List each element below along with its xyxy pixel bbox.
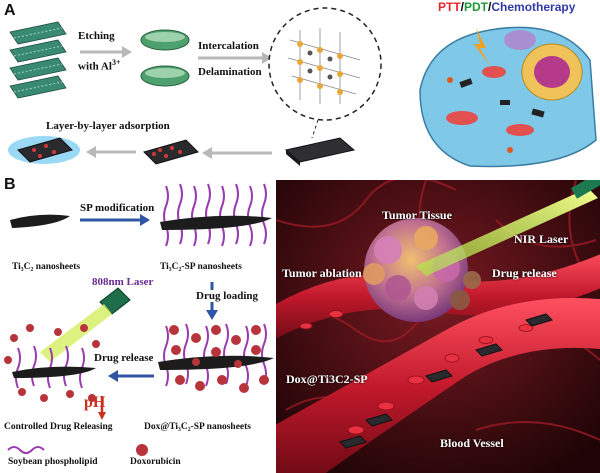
legend-dox-label: Doxorubicin [130, 457, 181, 467]
sp-coated-sheet [8, 136, 80, 164]
laser-808-device [40, 287, 131, 362]
ti3c2-nanosheets-label: Ti₃C₂ nanosheets [12, 262, 81, 272]
legend-dox-glyph [136, 444, 148, 456]
layer-by-layer-label: Layer-by-layer adsorption [46, 120, 170, 132]
tumor-scene-graphics [276, 180, 600, 473]
red-blood-cells [299, 310, 534, 435]
released-dox-balls [4, 324, 100, 402]
dox-ti3c2-sp-label: Dox@Ti3C2-SP [286, 372, 368, 386]
dox-ti3c2-sp-sheet [163, 323, 267, 387]
legend-sp-glyph [7, 446, 45, 454]
dark-nanosheet [284, 137, 356, 166]
drug-release-scene-label: Drug release [492, 266, 557, 280]
lattice-atoms [297, 41, 343, 95]
dox-loaded-sheet [143, 139, 199, 165]
controlled-release-label: Controlled Drug Releasing [4, 422, 113, 432]
ph-label: pH [84, 394, 106, 411]
tumor-scene [276, 180, 600, 473]
etching-label: Etching [78, 30, 115, 42]
sep1: / [460, 0, 465, 14]
ti3c2-sp-nanosheets-label: Ti₃C₂-SP nanosheets [160, 262, 242, 272]
nir-laser-label: NIR Laser [514, 232, 569, 246]
vessel-nanosheets [339, 313, 553, 449]
panel-a-letter: A [4, 2, 16, 19]
nir-laser-beam [416, 188, 598, 276]
chemo-label: Chemotherapy [491, 0, 576, 14]
sep2: / [488, 0, 492, 14]
tumor-mass [363, 218, 481, 322]
laser-808-label: 808nm Laser [92, 276, 154, 288]
etching-with-al-label: with Al3+ [78, 58, 121, 73]
pdt-label: PDT [464, 0, 489, 14]
delamination-label: Delamination [198, 66, 262, 78]
dox-nanosheets-label: Dox@Ti₃C₂-SP nanosheets [144, 422, 252, 432]
tumor-ablation-label: Tumor ablation [282, 266, 362, 280]
zoom-circle [268, 7, 382, 121]
drug-release-label-b: Drug release [94, 352, 154, 364]
drug-loading-label: Drug loading [196, 290, 259, 302]
panel-b-letter: B [4, 176, 16, 193]
etched-flakes [140, 29, 190, 87]
dox-balls [169, 325, 269, 393]
max-phase-stack [9, 21, 67, 99]
ti3c2-sp-sheet [163, 183, 267, 247]
cancer-cell [419, 26, 597, 168]
ptt-label: PTT [438, 0, 461, 14]
tumor-tissue-label: Tumor Tissue [382, 208, 452, 222]
legend-sp-label: Soybean phospholipid [8, 457, 98, 467]
blood-vessel-label: Blood Vessel [440, 436, 504, 450]
bare-ti3c2-sheet [10, 214, 70, 228]
therapy-title: PTT/PDT/Chemotherapy [438, 0, 575, 14]
intercalation-label: Intercalation [198, 40, 259, 52]
al-superscript: 3+ [111, 58, 121, 67]
sp-modification-label: SP modification [80, 202, 155, 214]
nir-laser-device [571, 180, 600, 199]
